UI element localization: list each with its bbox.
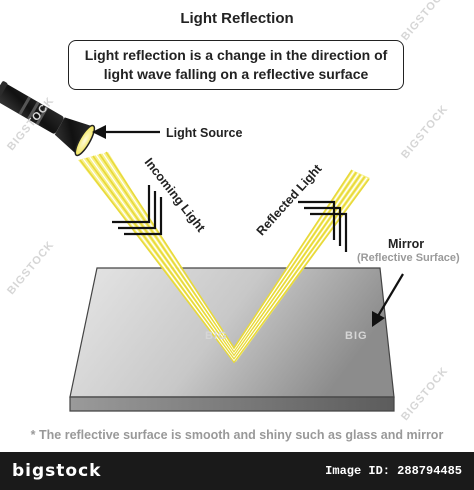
mirror-label: Mirror <box>388 237 425 251</box>
watermark: BIG <box>205 330 228 342</box>
mirror-arrow <box>372 273 404 327</box>
incoming-direction-arrows <box>112 185 163 236</box>
definition-box: Light reflection is a change in the dire… <box>68 40 404 90</box>
diagram-title: Light Reflection <box>180 10 294 27</box>
light-ray <box>85 157 366 360</box>
watermark: BIG <box>345 330 368 342</box>
light-source-label: Light Source <box>166 126 243 140</box>
reflected-direction-arrows <box>298 200 348 252</box>
light-ray <box>82 158 368 362</box>
flashlight-icon <box>0 81 96 157</box>
definition-text: Light reflection is a change in the dire… <box>84 47 388 82</box>
light-ray <box>89 156 364 358</box>
flashlight-head <box>54 117 92 154</box>
light-source-arrow <box>92 125 160 139</box>
footer-bar: bigstock Image ID: 288794485 <box>0 452 474 490</box>
brand-logo: bigstock <box>12 461 102 481</box>
footnote: * The reflective surface is smooth and s… <box>30 428 444 442</box>
mirror <box>69 267 395 412</box>
light-ray <box>98 153 357 353</box>
light-ray <box>102 152 355 351</box>
image-id: Image ID: 288794485 <box>325 464 462 478</box>
mirror-sublabel: (Reflective Surface) <box>357 252 460 264</box>
flashlight-body <box>0 82 64 134</box>
mirror-edge <box>69 396 395 412</box>
flashlight-lens <box>74 124 96 157</box>
